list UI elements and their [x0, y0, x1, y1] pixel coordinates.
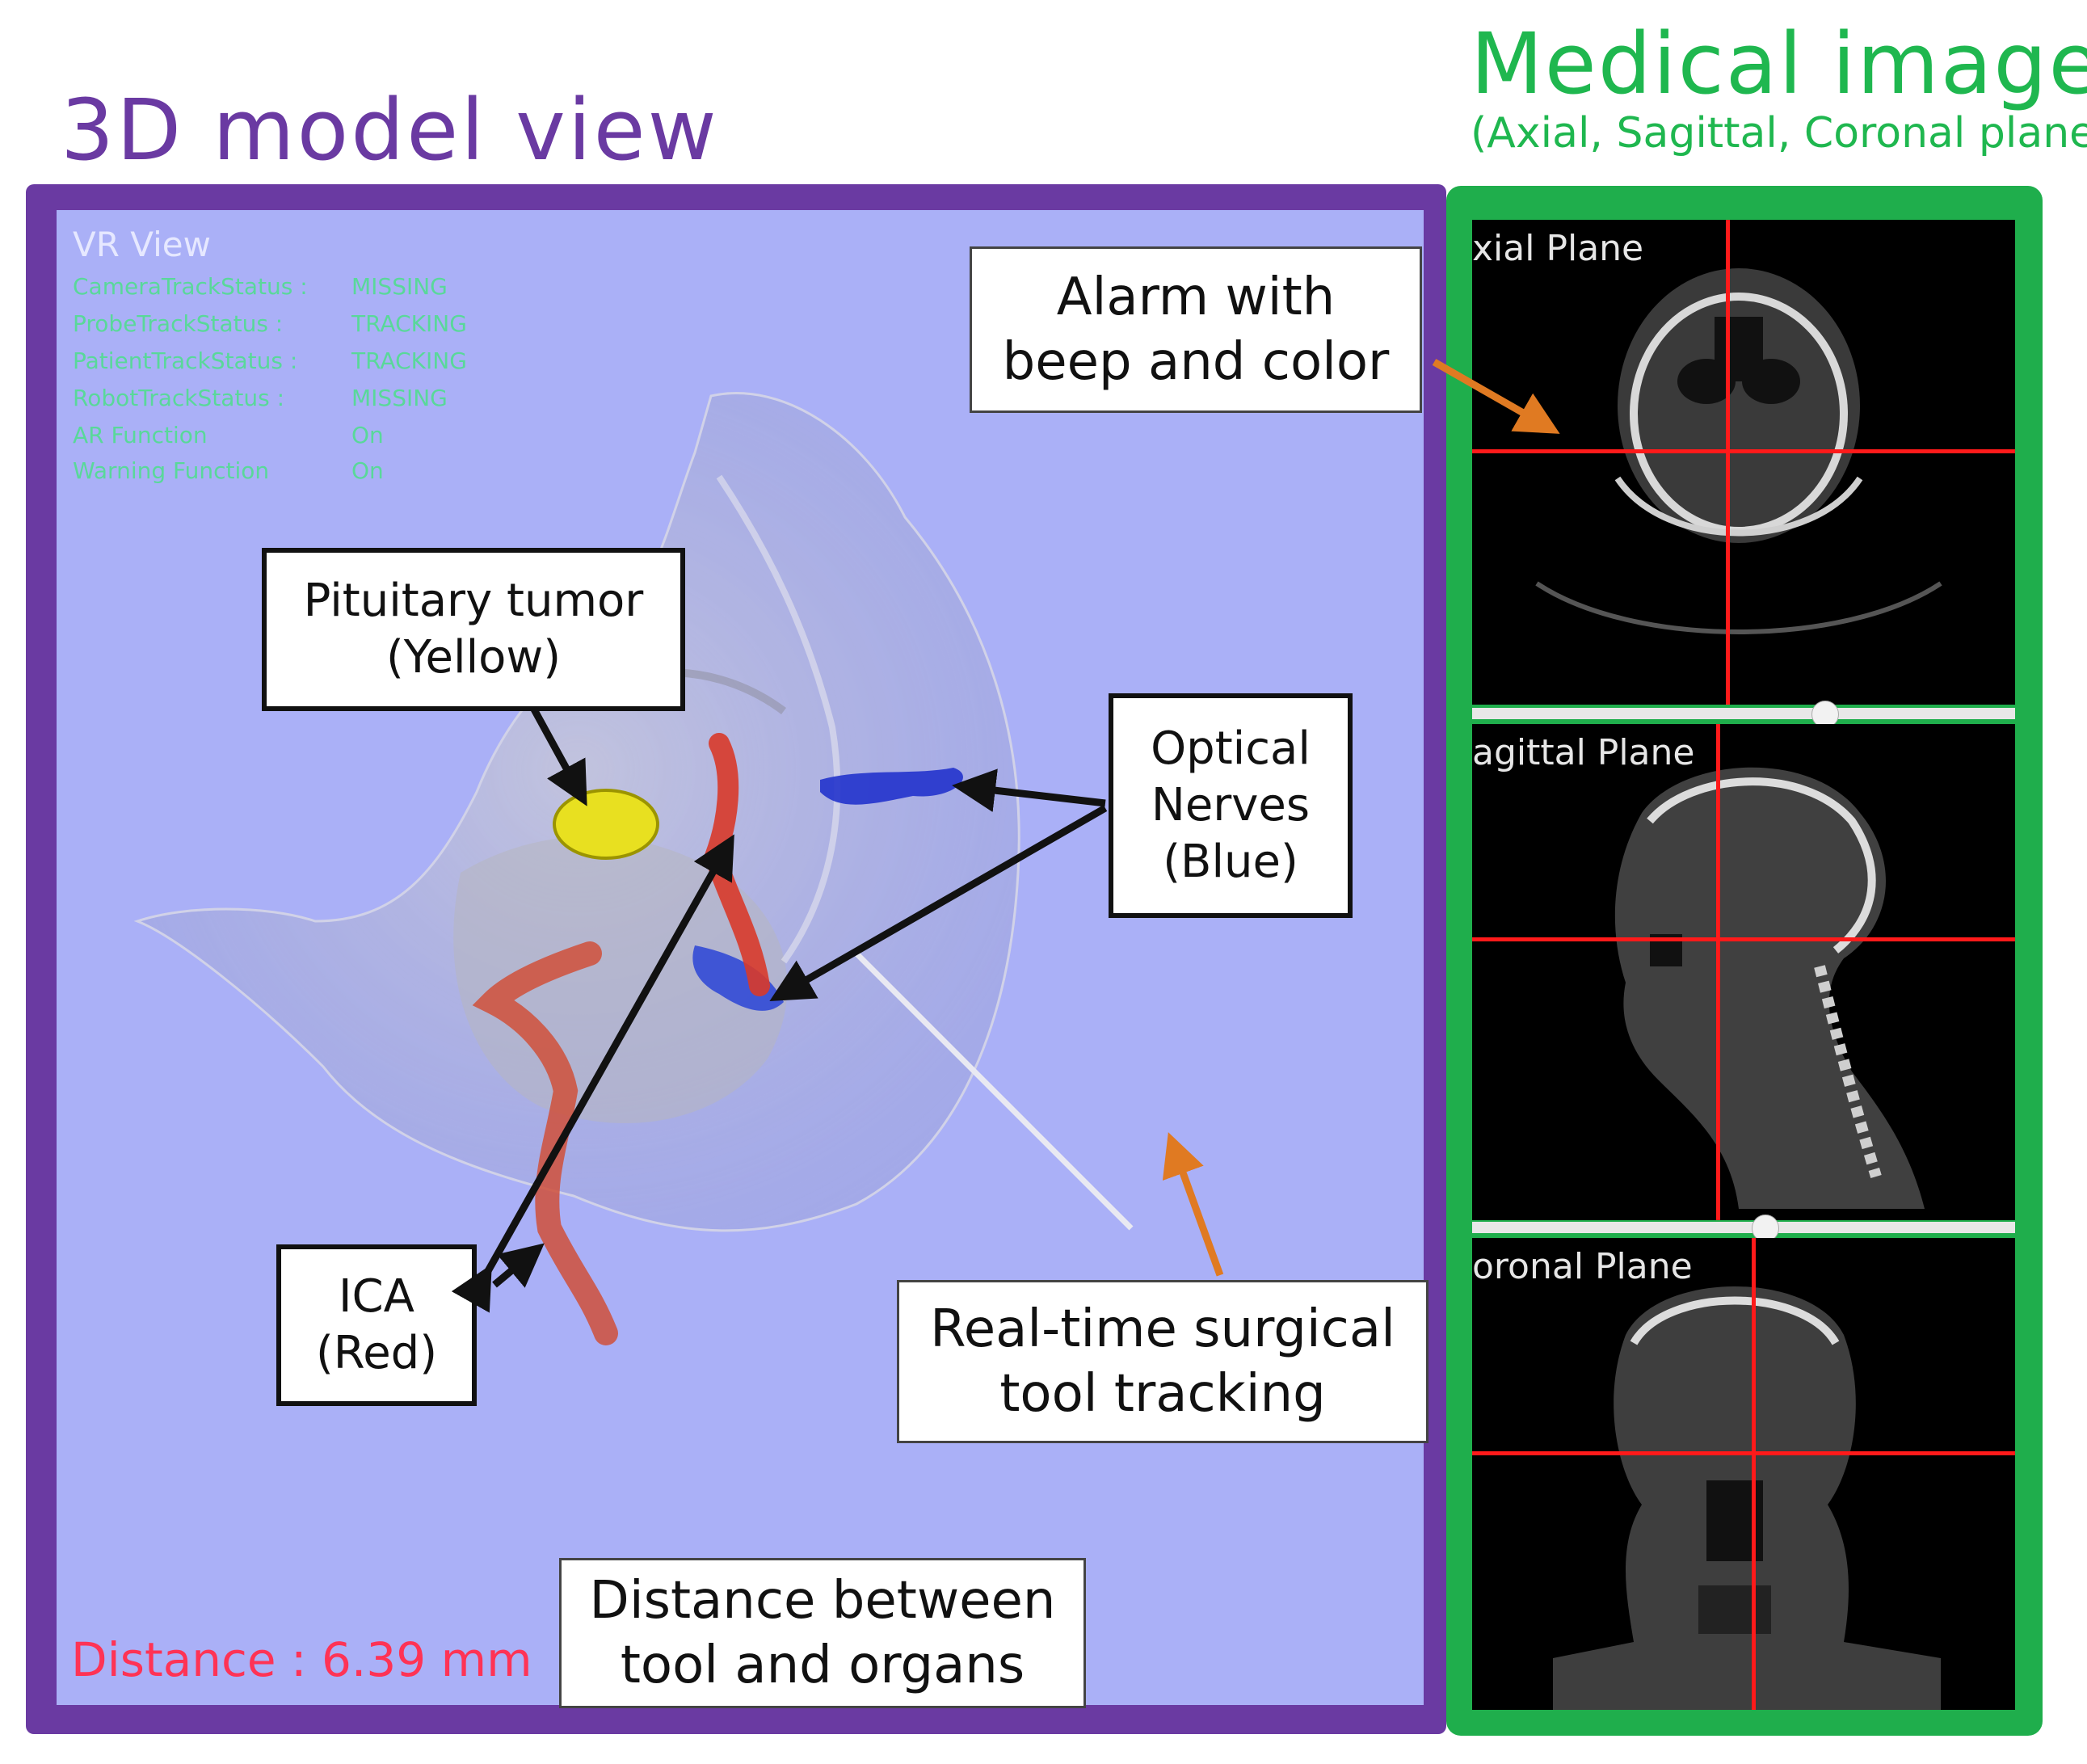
- callout-line: Pituitary tumor: [303, 575, 644, 627]
- callout-optical-nerves: Optical Nerves (Blue): [1109, 693, 1353, 918]
- sagittal-plane-panel[interactable]: agittal Plane: [1472, 724, 2015, 1220]
- status-robot-track: RobotTrackStatus : MISSING: [73, 385, 448, 411]
- sagittal-ct-image: [1614, 767, 1925, 1209]
- sagittal-slice-slider[interactable]: [1472, 1215, 2015, 1242]
- status-probe-track: ProbeTrackStatus : TRACKING: [73, 310, 467, 337]
- callout-line: Distance between: [589, 1571, 1056, 1631]
- axial-plane-label: xial Plane: [1472, 228, 1644, 269]
- callout-line: Alarm with: [1056, 267, 1336, 327]
- sagittal-crosshair-horizontal: [1472, 937, 2015, 941]
- coronal-crosshair-vertical: [1752, 1238, 1756, 1710]
- status-key: PatientTrackStatus :: [73, 347, 298, 374]
- callout-line: (Blue): [1163, 836, 1298, 888]
- medical-image-subheading: (Axial, Sagittal, Coronal plane): [1471, 109, 2087, 158]
- status-value: MISSING: [351, 273, 448, 300]
- medical-image-heading: Medical image: [1471, 15, 2087, 113]
- sagittal-crosshair-vertical: [1716, 724, 1720, 1220]
- callout-line: (Yellow): [385, 631, 562, 684]
- status-warning-function: Warning Function On: [73, 457, 384, 484]
- status-key: Warning Function: [73, 457, 270, 484]
- status-ar-function: AR Function On: [73, 422, 384, 448]
- vr-view-title: VR View: [73, 225, 211, 264]
- status-value: MISSING: [351, 385, 448, 411]
- tumor-model: [553, 789, 659, 860]
- status-key: ProbeTrackStatus :: [73, 310, 284, 337]
- vr-viewport[interactable]: VR View CameraTrackStatus : MISSING Probe…: [57, 210, 1424, 1705]
- callout-pituitary-tumor: Pituitary tumor (Yellow): [262, 548, 685, 711]
- status-value: On: [351, 457, 384, 484]
- callout-tool-tracking: Real-time surgical tool tracking: [897, 1280, 1429, 1443]
- status-key: RobotTrackStatus :: [73, 385, 285, 411]
- axial-slice-slider[interactable]: [1472, 701, 2015, 728]
- callout-line: Optical: [1151, 722, 1311, 775]
- coronal-ct-image: [1553, 1286, 1941, 1710]
- callout-line: Real-time surgical: [930, 1299, 1395, 1359]
- axial-plane-panel[interactable]: xial Plane: [1472, 220, 2015, 705]
- callout-line: (Red): [315, 1327, 438, 1379]
- coronal-plane-label: oronal Plane: [1472, 1246, 1693, 1287]
- distance-readout: Distance : 6.39 mm: [71, 1632, 532, 1687]
- coronal-crosshair-horizontal: [1472, 1451, 2015, 1455]
- sagittal-plane-label: agittal Plane: [1472, 732, 1695, 773]
- 3d-model-view-heading: 3D model view: [61, 81, 719, 179]
- axial-crosshair-vertical: [1726, 220, 1730, 705]
- callout-line: tool and organs: [620, 1636, 1025, 1695]
- callout-line: Nerves: [1151, 779, 1311, 831]
- status-key: AR Function: [73, 422, 208, 448]
- status-camera-track: CameraTrackStatus : MISSING: [73, 273, 448, 300]
- axial-crosshair-horizontal: [1472, 449, 2015, 453]
- callout-line: ICA: [339, 1270, 414, 1323]
- callout-line: beep and color: [1002, 332, 1390, 392]
- callout-ica: ICA (Red): [276, 1244, 477, 1406]
- callout-line: tool tracking: [999, 1364, 1326, 1424]
- status-value: TRACKING: [351, 310, 467, 337]
- axial-ct-image: [1535, 268, 1942, 634]
- status-key: CameraTrackStatus :: [73, 273, 308, 300]
- status-patient-track: PatientTrackStatus : TRACKING: [73, 347, 467, 374]
- status-value: TRACKING: [351, 347, 467, 374]
- callout-alarm: Alarm with beep and color: [970, 246, 1422, 413]
- status-value: On: [351, 422, 384, 448]
- callout-distance: Distance between tool and organs: [559, 1558, 1086, 1708]
- coronal-plane-panel[interactable]: oronal Plane: [1472, 1238, 2015, 1710]
